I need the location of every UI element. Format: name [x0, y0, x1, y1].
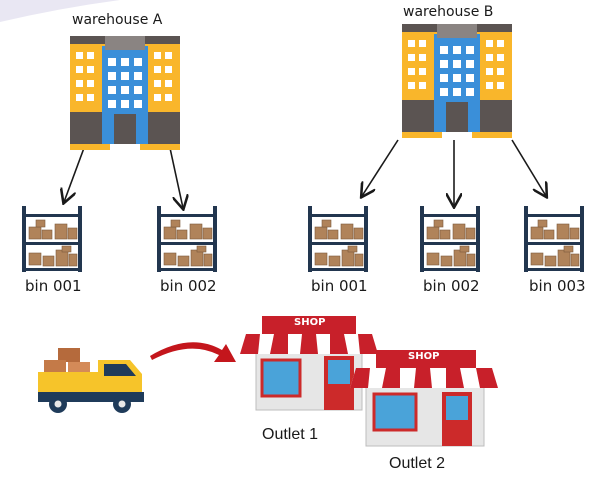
outlet-2-label: Outlet 2 — [389, 455, 446, 472]
bin-label-whA-002: bin 002 — [160, 277, 217, 295]
bin-label-whA-001: bin 001 — [25, 277, 82, 295]
bin-label-whB-002: bin 002 — [423, 277, 480, 295]
outlet-1-label: Outlet 1 — [262, 426, 319, 443]
bin-label-whB-003: bin 003 — [529, 277, 586, 295]
shop-2-sign: SHOP — [408, 351, 440, 362]
warehouse-a-label: warehouse A — [72, 12, 163, 28]
bin-label-whB-001: bin 001 — [311, 277, 368, 295]
arrow-whB-bin001 — [362, 139, 399, 196]
arrow-whA-bin001 — [64, 147, 85, 202]
arrow-whB-bin003 — [511, 139, 546, 196]
shop-1-sign: SHOP — [294, 317, 326, 328]
warehouse-b-label: warehouse B — [403, 4, 494, 20]
arrow-whA-bin002 — [169, 147, 183, 208]
